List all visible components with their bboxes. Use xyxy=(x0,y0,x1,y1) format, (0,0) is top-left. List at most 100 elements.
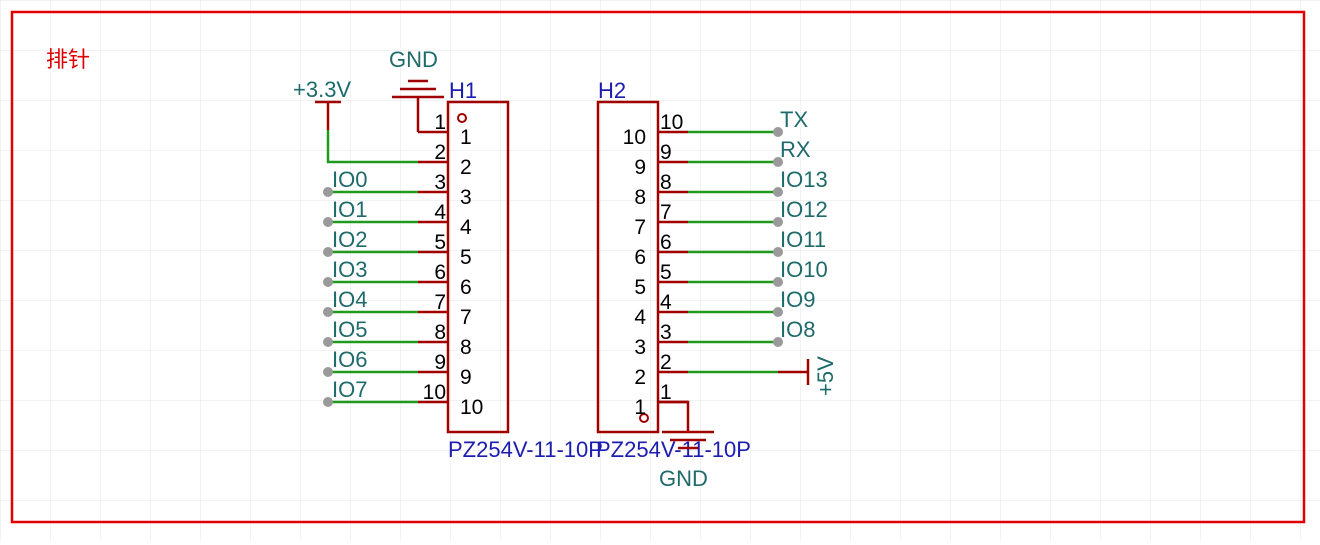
right-net-label: IO8 xyxy=(780,317,815,342)
h2-pin-label: 6 xyxy=(634,246,646,269)
right-net-endpoint xyxy=(773,157,783,167)
h1-pin-number: 3 xyxy=(434,171,446,194)
left-net-endpoint xyxy=(323,397,333,407)
h1-pin-label: 1 xyxy=(460,126,472,149)
right-net-label: TX xyxy=(780,107,808,132)
h1-pin-number: 7 xyxy=(434,291,446,314)
left-net-endpoint xyxy=(323,217,333,227)
h2-pin-label: 7 xyxy=(634,216,646,239)
h1-pin-label: 10 xyxy=(460,396,483,419)
right-net-label: IO13 xyxy=(780,167,828,192)
vcc-label-3v3: +3.3V xyxy=(293,77,351,102)
h1-pin-label: 6 xyxy=(460,276,472,299)
h2-gnd-symbol[interactable]: GND xyxy=(658,400,714,491)
right-net-label: IO10 xyxy=(780,257,828,282)
left-net-endpoint xyxy=(323,307,333,317)
h2-pin-label: 3 xyxy=(634,336,646,359)
h1-pin-number: 8 xyxy=(434,321,446,344)
left-net-endpoint xyxy=(323,367,333,377)
h1-pin-number: 1 xyxy=(434,111,446,134)
h2-pin-number: 5 xyxy=(660,261,672,284)
right-net-endpoint xyxy=(773,217,783,227)
left-net-label: IO6 xyxy=(332,347,367,372)
right-net-label: IO11 xyxy=(780,227,826,252)
h2-vcc-symbol[interactable]: +5V xyxy=(778,356,838,396)
h2-pin-number: 7 xyxy=(660,201,672,224)
h2-pin1-marker xyxy=(639,413,649,423)
right-net-endpoint xyxy=(773,187,783,197)
right-net-endpoint xyxy=(773,247,783,257)
sheet-title: 排针 xyxy=(46,47,90,72)
h2-designator: H2 xyxy=(598,78,626,103)
left-net-label: IO7 xyxy=(332,377,367,402)
gnd-label-h1: GND xyxy=(389,47,438,72)
right-net-label: IO9 xyxy=(780,287,815,312)
h2-pin-number: 4 xyxy=(660,291,672,314)
left-net-label: IO3 xyxy=(332,257,367,282)
h1-pin1-marker xyxy=(457,113,467,123)
h1-body xyxy=(446,100,510,434)
h1-pin-label: 8 xyxy=(460,336,472,359)
h1-pin-label: 7 xyxy=(460,306,472,329)
h2-pin-number: 9 xyxy=(660,141,672,164)
h2-pin-number: 10 xyxy=(660,111,683,134)
right-net-label: RX xyxy=(780,137,811,162)
h1-designator: H1 xyxy=(449,78,477,103)
left-net-endpoint xyxy=(323,247,333,257)
h1-vcc-symbol[interactable]: +3.3V xyxy=(293,77,351,130)
right-net-endpoint xyxy=(773,337,783,347)
h2-pin-label: 9 xyxy=(634,156,646,179)
h2-pin-number: 2 xyxy=(660,351,672,374)
h1-pin-label: 9 xyxy=(460,366,472,389)
h2-pin-number: 1 xyxy=(660,381,672,404)
h2-pin-number: 6 xyxy=(660,231,672,254)
h1-pin-label: 4 xyxy=(460,216,472,239)
left-net-label: IO1 xyxy=(332,197,367,222)
h2-pin-label: 5 xyxy=(634,276,646,299)
sheet-frame xyxy=(10,10,1306,524)
h2-pin-label: 2 xyxy=(634,366,646,389)
h1-pin-number: 10 xyxy=(423,381,446,404)
right-net-endpoint xyxy=(773,307,783,317)
left-net-label: IO5 xyxy=(332,317,367,342)
h1-pin-label: 3 xyxy=(460,186,472,209)
h2-pin-number: 8 xyxy=(660,171,672,194)
h1-pin-number: 6 xyxy=(434,261,446,284)
right-net-label: IO12 xyxy=(780,197,828,222)
right-net-endpoint xyxy=(773,277,783,287)
vcc-label-5v: +5V xyxy=(813,356,838,396)
h1-pin-number: 4 xyxy=(434,201,446,224)
left-net-label: IO2 xyxy=(332,227,367,252)
h2-pin-label: 10 xyxy=(623,126,646,149)
h2-pin-number: 3 xyxy=(660,321,672,344)
h2-pin-label: 8 xyxy=(634,186,646,209)
h1-pin-label: 5 xyxy=(460,246,472,269)
h1-pin-number: 5 xyxy=(434,231,446,254)
h1-pin-number: 9 xyxy=(434,351,446,374)
gnd2-wire xyxy=(658,400,690,432)
h2-body xyxy=(596,100,660,434)
wire-3v3 xyxy=(326,130,418,164)
left-net-label: IO0 xyxy=(332,167,367,192)
left-net-endpoint xyxy=(323,337,333,347)
h2-pin-label: 1 xyxy=(634,396,646,419)
left-net-endpoint xyxy=(323,277,333,287)
h2-pin-label: 4 xyxy=(634,306,646,329)
right-net-endpoint xyxy=(773,127,783,137)
h1-pin-number: 2 xyxy=(434,141,446,164)
h1-part-number: PZ254V-11-10P xyxy=(448,437,603,462)
left-net-label: IO4 xyxy=(332,287,367,312)
gnd-label-h2: GND xyxy=(659,466,708,491)
h1-pin-label: 2 xyxy=(460,156,472,179)
h1-gnd-symbol[interactable]: GND xyxy=(389,47,444,132)
left-net-endpoint xyxy=(323,187,333,197)
